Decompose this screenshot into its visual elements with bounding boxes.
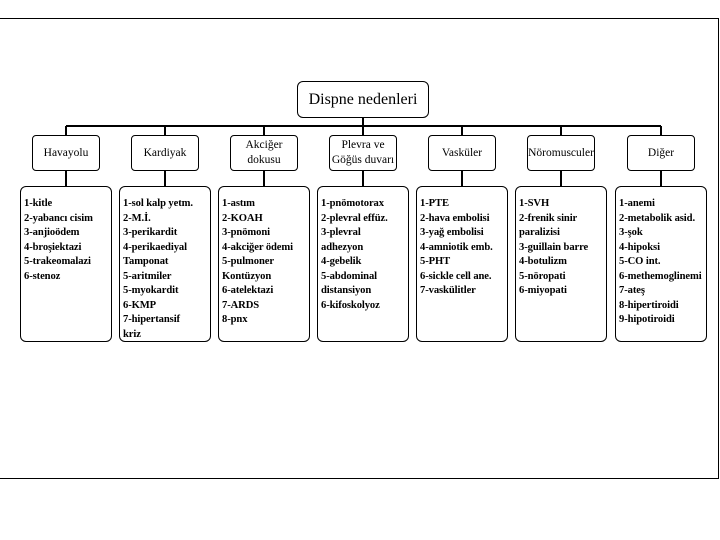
cause-item: 1-PTE — [420, 198, 449, 209]
cause-item: adhezyon — [321, 241, 364, 253]
cause-item: 2-M.İ. — [123, 212, 151, 224]
cause-item: 8-hipertiroidi — [619, 299, 679, 311]
category-header-text: Havayolu — [44, 146, 89, 161]
cause-item: 2-KOAH — [222, 212, 263, 224]
cause-item: 5-PHT — [420, 256, 451, 267]
cause-item: 9-hipotiroidi — [619, 314, 675, 325]
cause-item: 4-botulizm — [519, 256, 567, 267]
cause-item: 1-astım — [222, 198, 255, 209]
cause-item: kriz — [123, 328, 141, 340]
category-header: Nöromusculer — [527, 135, 595, 171]
category-header-text: Diğer — [648, 146, 674, 161]
category-header-text: Plevra ve Göğüs duvarı — [332, 138, 394, 168]
cause-item: 1-sol kalp yetm. — [123, 198, 193, 209]
cause-item: 4-broşiektazi — [24, 241, 82, 253]
cause-item: 3-pnömoni — [222, 227, 270, 238]
category-header-line: Havayolu — [43, 146, 89, 159]
cause-item: 2-yabancı cisim — [24, 212, 93, 224]
cause-item: 4-perikaediyal — [123, 241, 187, 253]
cause-item: 4-hipoksi — [619, 241, 660, 253]
category-header: Diğer — [627, 135, 695, 171]
cause-item: 5-abdominal — [321, 270, 378, 282]
category-header: Vasküler — [428, 135, 496, 171]
cause-item: 6-KMP — [123, 299, 157, 311]
category-cause-list: 1-kitle 2-yabancı cisim 3-anjioödem 4-broşi… — [20, 186, 112, 342]
category-header-text: Kardiyak — [144, 146, 187, 161]
category-header: Havayolu — [32, 135, 100, 171]
cause-item: 6-kifoskolyoz — [321, 299, 380, 311]
category-cause-list: 1-pnömotorax 2-plevral effüz. 3-plevral adh… — [317, 186, 409, 342]
cause-item: 1-kitle — [24, 198, 53, 209]
cause-item: 2-plevral effüz. — [321, 212, 388, 224]
category-header-line: Nöromusculer — [528, 146, 594, 159]
category-cause-list: 1-sol kalp yetm. 2-M.İ. 3-perikardit 4-peri… — [119, 186, 211, 342]
category-header: Plevra ve Göğüs duvarı — [329, 135, 397, 171]
cause-item: 6-methemoglinemi — [619, 270, 702, 282]
cause-item: 1-anemi — [619, 198, 655, 209]
category-header-line: Göğüs duvarı — [331, 154, 395, 166]
category-header: Akciğer dokusu — [230, 135, 298, 171]
category-header-text: Vasküler — [442, 146, 482, 161]
cause-item: 6-sickle cell ane. — [420, 270, 492, 282]
category-header-line: Plevra ve — [341, 139, 385, 151]
cause-item: 4-gebelik — [321, 256, 362, 267]
slide-frame — [0, 18, 719, 479]
cause-item: 7-ateş — [619, 285, 645, 296]
category-cause-list: 1-PTE 2-hava embolisi 3-yağ embolisi 4-amni… — [416, 186, 508, 342]
category-header-line: Akciğer — [245, 139, 283, 151]
category-header-text: Akciğer dokusu — [245, 138, 282, 168]
cause-item: 3-perikardit — [123, 227, 178, 238]
category-header-text: Nöromusculer — [528, 146, 594, 161]
cause-item: 6-atelektazi — [222, 285, 274, 296]
cause-item: 4-akciğer ödemi — [222, 241, 293, 253]
cause-item: 5-pulmoner — [222, 256, 274, 267]
category-header-line: Diğer — [647, 146, 675, 159]
cause-item: 5-aritmiler — [123, 270, 172, 282]
cause-item: 1-SVH — [519, 198, 550, 209]
cause-item: 5-CO int. — [619, 256, 661, 267]
cause-item: 2-metabolik asid. — [619, 212, 695, 224]
cause-item: 3-şok — [619, 227, 643, 238]
cause-item: paralizisi — [519, 227, 560, 238]
cause-item: 1-pnömotorax — [321, 198, 384, 209]
cause-item: 3-anjioödem — [24, 227, 80, 238]
category-header-line: dokusu — [247, 154, 281, 166]
root-node: Dispne nedenleri — [297, 81, 429, 118]
root-title: Dispne nedenleri — [308, 90, 418, 108]
category-cause-list: 1-SVH 2-frenik sinir paralizisi 3-guillain … — [515, 186, 607, 342]
cause-item: Tamponat — [123, 256, 169, 267]
cause-item: 7-hipertansif — [123, 314, 180, 325]
category-cause-list: 1-anemi 2-metabolik asid. 3-şok 4-hipoksi 5-… — [615, 186, 707, 342]
cause-item: 5-myokardit — [123, 285, 179, 296]
cause-item: 3-plevral — [321, 227, 361, 238]
cause-item: Kontüzyon — [222, 270, 272, 282]
category-header-line: Vasküler — [441, 146, 483, 159]
cause-item: 2-hava embolisi — [420, 212, 490, 224]
cause-item: 6-miyopati — [519, 285, 567, 296]
category-header-line: Kardiyak — [143, 146, 187, 159]
cause-item: 2-frenik sinir — [519, 212, 578, 224]
cause-item: 6-stenoz — [24, 270, 61, 282]
cause-item: 3-guillain barre — [519, 241, 589, 253]
cause-item: 7-vaskülitler — [420, 285, 476, 296]
cause-item: 7-ARDS — [222, 299, 260, 311]
cause-item: distansiyon — [321, 285, 372, 296]
cause-item: 3-yağ embolisi — [420, 227, 484, 238]
cause-item: 8-pnx — [222, 314, 248, 325]
cause-item: 5-nöropati — [519, 270, 566, 282]
category-cause-list: 1-astım 2-KOAH 3-pnömoni 4-akciğer ödemi 5-p… — [218, 186, 310, 342]
cause-item: 5-trakeomalazi — [24, 256, 91, 267]
category-header: Kardiyak — [131, 135, 199, 171]
cause-item: 4-amniotik emb. — [420, 241, 493, 253]
